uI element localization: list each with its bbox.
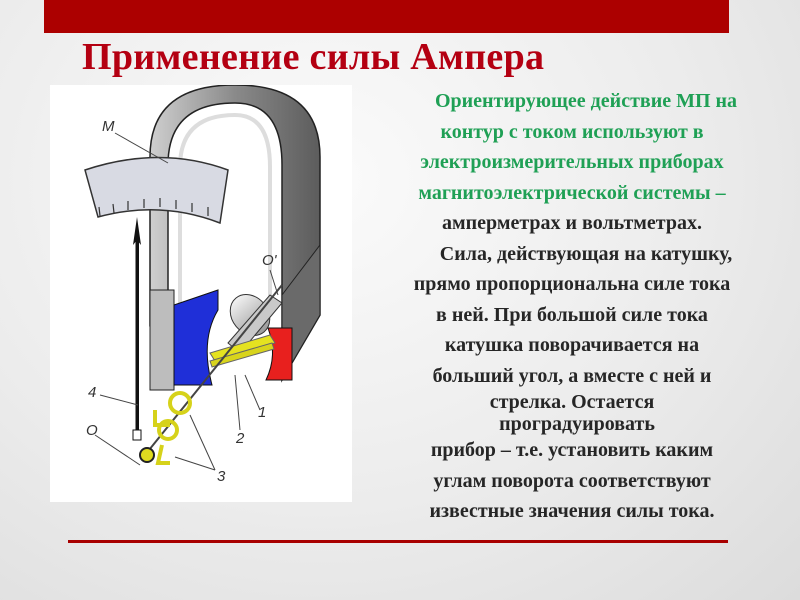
paragraph1-line: электроизмерительных приборах	[420, 151, 724, 173]
paragraph1-line: амперметрах и вольтметрах.	[441, 212, 702, 234]
paragraph2-line: стрелка. Остается	[489, 391, 655, 413]
paragraph2-line: прямо пропорциональна силе тока	[413, 273, 731, 295]
paragraph2-line: катушка поворачивается на	[444, 334, 700, 356]
galvanometer-illustration: M O' O 1 2 3 4	[84, 85, 321, 485]
paragraph2-line: прибор – т.е. установить каким	[430, 439, 714, 461]
bottom-divider	[68, 540, 728, 543]
paragraph2-line: Сила, действующая на катушку,	[439, 242, 733, 265]
label-springs: 3	[217, 468, 226, 485]
slide-title: Применение силы Ампера	[82, 36, 545, 78]
paragraph2-line: проградуировать	[499, 413, 655, 435]
label-axis-bottom: O	[86, 422, 98, 439]
label-pointer: 4	[88, 384, 96, 401]
south-pole-piece	[173, 289, 219, 386]
paragraph1-line: Ориентирующее действие МП на	[434, 90, 738, 112]
top-accent-bar	[44, 0, 729, 33]
spiral-springs	[139, 391, 192, 465]
paragraph2-line: углам поворота соответствуют	[433, 469, 711, 492]
label-core: 2	[235, 430, 245, 447]
galvanometer-diagram: M O' O 1 2 3 4	[50, 85, 352, 502]
paragraph2-line: в ней. При большой силе тока	[436, 303, 708, 326]
paragraph1-line: контур с током используют в	[440, 120, 704, 143]
label-magnet: M	[102, 118, 115, 135]
label-axis-top: O'	[262, 252, 278, 269]
pointer-needle	[132, 217, 142, 441]
moving-coil	[144, 284, 283, 456]
paragraph2-line: больший угол, а вместе с ней и	[432, 364, 712, 387]
label-coil: 1	[258, 404, 266, 421]
paragraph1-line: магнитоэлектрической системы –	[418, 181, 726, 204]
paragraph2-line: известные значения силы тока.	[429, 500, 715, 522]
slide-body-text: Ориентирующее действие МП на контур с то…	[362, 86, 782, 527]
